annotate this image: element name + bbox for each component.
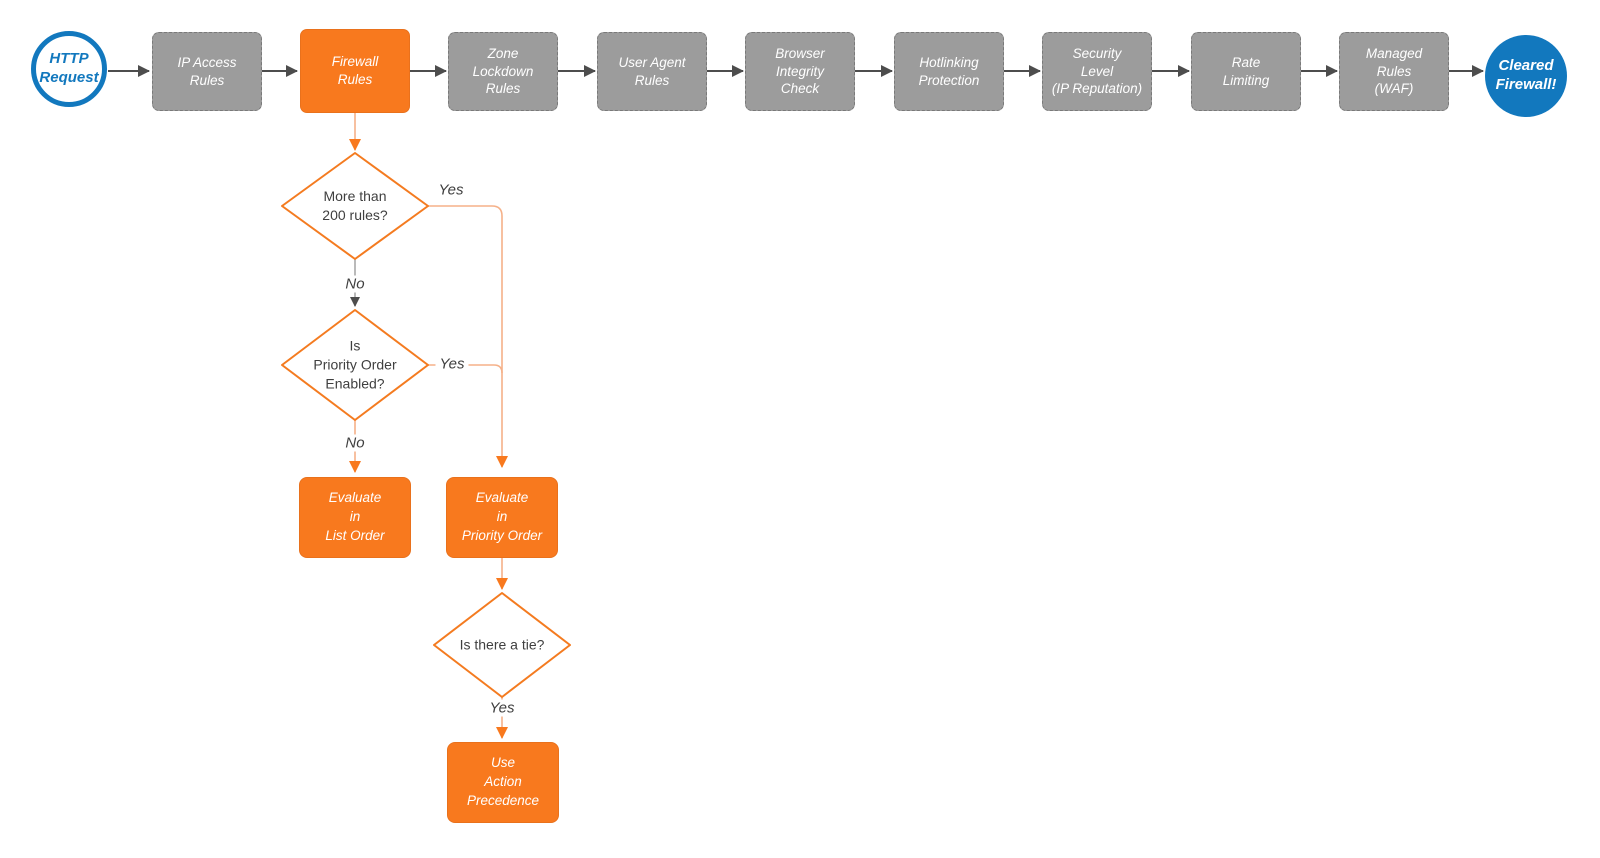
decision-more-than-200-shape — [281, 152, 429, 260]
decision-tie-shape — [433, 592, 571, 698]
edge-label-decision1-no: No — [341, 275, 369, 293]
decision-priority-enabled-shape — [281, 309, 429, 421]
edge-label-tie-yes: Yes — [485, 699, 519, 717]
edge-label-decision2-yes: Yes — [435, 355, 469, 373]
decision-tie-label: Is there a tie? — [459, 636, 545, 653]
edge-decision1-yes — [428, 205, 508, 468]
edge-decision2-yes — [428, 364, 503, 374]
edge-label-decision2-no: No — [341, 434, 369, 452]
edge-label-decision1-yes: Yes — [438, 181, 464, 199]
